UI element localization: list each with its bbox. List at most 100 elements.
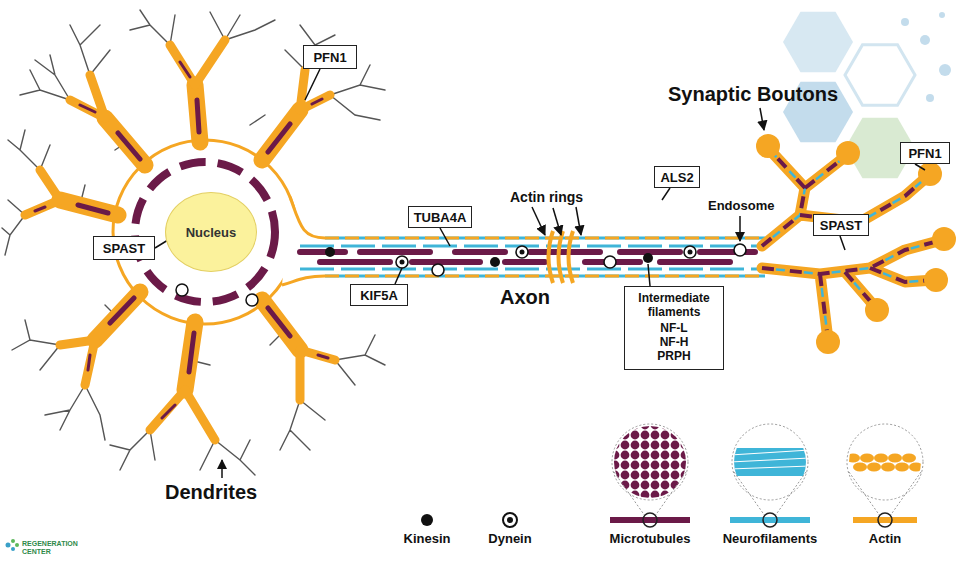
logo-mark [15,543,19,547]
neurofilament-magnifier [730,450,810,469]
node-title: TUBA4A [414,210,467,225]
motor-proteins [516,246,528,258]
microtubule-magnifier [643,513,657,527]
actin-magnifier [867,463,881,472]
hexagon-decor [939,64,951,76]
neurofilament-magnifier [730,448,810,476]
synaptic-bouton [924,268,948,292]
microtubule-magnifier [612,424,688,500]
legend-spacer [505,517,515,523]
synaptic-bouton [816,330,840,354]
microtubule-magnifier [612,424,688,527]
pointer-arrow [760,108,764,130]
actin-rings [549,231,574,283]
leader-line [155,69,925,286]
axon-neurofilaments [300,246,765,269]
gene-callout-box: ALS2 [654,166,700,188]
logo-mark [11,539,15,543]
pointer-arrow [739,216,741,241]
soma-vesicle [176,284,188,296]
legend-text: Dynein [488,531,531,546]
actin-magnifier [847,424,923,500]
node-title: Nucleus [186,225,237,240]
neurofilament-magnifier [730,424,810,527]
logo-mark [6,543,11,548]
legend-spacer [422,517,432,523]
synaptic-bouton [865,298,889,322]
region-label: Dendrites [165,480,275,504]
synaptic-bouton [932,227,956,251]
hexagon-decor [901,18,909,26]
logo-mark [11,547,15,551]
legend-item: Microtubules [585,517,715,546]
axon-body [282,197,776,285]
legend-item: Dynein [445,517,575,546]
actin-magnifier [881,463,895,472]
axon-terminal [762,148,942,340]
dynein-symbol [503,513,517,527]
logo-text: REGENERATION CENTER [22,540,84,556]
node-title: PFN1 [908,146,941,161]
actin-magnifier [846,424,923,527]
motor-proteins [520,250,525,255]
node-title: SPAST [103,241,145,256]
motor-proteins [643,253,653,263]
node-title: PFN1 [313,50,346,65]
neurofilament-magnifier [732,424,808,500]
neurofilament-magnifier [730,448,810,476]
hexagon-decor [845,45,915,106]
structure-label: Endosome [708,198,788,213]
synaptic-bouton [836,141,860,165]
axon-microtubules [320,259,730,265]
pointer-arrow [221,460,223,478]
structure-label: Actin rings [510,189,600,205]
pointer-arrow [553,208,561,235]
actin-magnifier [909,463,923,472]
leader-line [155,69,925,286]
motor-proteins [688,250,693,255]
soma-vesicle [246,294,258,306]
axon-hillock-outline [282,197,325,285]
region-label: Axon [500,285,570,309]
motor-proteins [490,257,500,267]
soma-microtubule-ring [135,162,275,302]
motor-proteins [396,256,408,268]
actin-magnifier [853,463,867,472]
kinesin-symbol [421,514,433,526]
legend-text: Neurofilaments [723,531,818,546]
actin-magnifier [902,454,916,463]
dynein-symbol [507,517,513,523]
actin-magnifier [874,454,888,463]
legend-text: Microtubules [610,531,691,546]
legend-item: Neurofilaments [705,517,835,546]
hexagon-decor [926,94,934,102]
motor-proteins [432,264,444,276]
logo-mark [6,539,20,551]
legend-swatch [610,517,690,523]
actin-magnifier [895,463,909,472]
kinesin-symbol [421,514,433,526]
motor-proteins [325,244,746,276]
neurofilament-magnifier [734,472,806,516]
motor-proteins [604,256,616,268]
gene-callout-box: KIF5A [350,284,408,306]
gene-callout-box: PFN1 [303,45,357,69]
microtubule-magnifier [614,472,686,516]
hexagon-decor [920,35,930,45]
motor-proteins [325,247,335,257]
node-title: SPAST [820,218,862,233]
pointer-arrow [576,207,581,235]
node-body: NF-L NF-H PRPH [652,321,696,363]
microtubule-magnifier [612,424,688,500]
legend-item: Kinesin [362,517,492,546]
gene-callout-box: SPAST [813,214,869,236]
legend-text: Kinesin [404,531,451,546]
hexagon-decor [939,12,945,18]
node-title: ALS2 [660,170,693,185]
actin-magnifier [860,454,874,463]
nucleus-ellipse: Nucleus [165,192,257,272]
